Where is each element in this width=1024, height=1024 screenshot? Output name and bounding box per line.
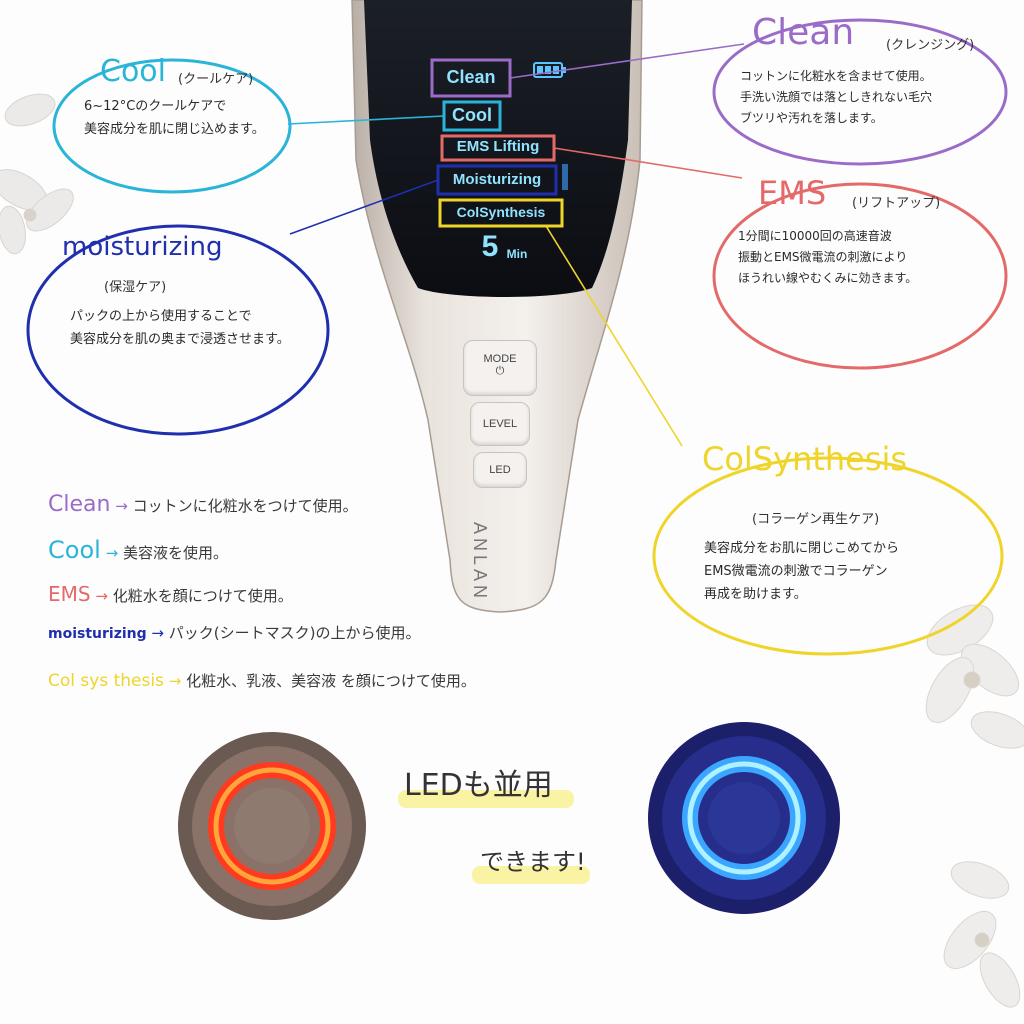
screen-label-moisturizing: Moisturizing xyxy=(452,171,542,188)
clean-note-title: Clean xyxy=(752,12,855,53)
screen-label-ems: EMS Lifting xyxy=(456,138,540,155)
ems-note-line: 1分間に10000回の高速音波 xyxy=(738,229,892,243)
summary-row: moisturizing → パック(シートマスク)の上から使用。 xyxy=(48,622,421,643)
cool-note-body: 6~12°Cのクールケアで 美容成分を肌に閉じ込めます。 xyxy=(84,96,265,142)
led-caption-line2: できます! xyxy=(480,848,586,876)
power-icon: ⏻ xyxy=(495,365,505,377)
led-caption-line1: LEDも並用 xyxy=(404,768,553,803)
summary-row: EMS → 化粧水を顔につけて使用。 xyxy=(48,582,293,606)
screen-timer-value: 5 xyxy=(481,230,499,263)
summary-row: Cool → 美容液を使用。 xyxy=(48,536,228,564)
col-note-line: EMS微電流の刺激でコラーゲン xyxy=(704,563,888,579)
arrow-icon: → xyxy=(115,497,128,515)
summary-text: 化粧水を顔につけて使用。 xyxy=(112,587,293,605)
moisturizing-note-body: パックの上から使用することで 美容成分を肌の奥まで浸透させます。 xyxy=(70,306,290,352)
col-note-body: 美容成分をお肌に閉じこめてから EMS微電流の刺激でコラーゲン 再成を助けます。 xyxy=(704,538,899,606)
cool-note-subtitle: (クールケア) xyxy=(178,72,254,87)
col-note-line: 再成を助けます。 xyxy=(704,586,807,602)
cool-note-line: 6~12°Cのクールケアで xyxy=(84,99,227,114)
screen-label-col: ColSynthesis xyxy=(456,204,546,220)
ems-note-title: EMS xyxy=(758,174,827,212)
arrow-icon: → xyxy=(151,624,164,642)
flower-decoration-right xyxy=(925,604,1024,749)
arrow-icon: → xyxy=(105,544,119,562)
flower-decoration-left xyxy=(0,93,74,255)
mode-button[interactable]: MODE ⏻ xyxy=(463,340,537,396)
summary-label: moisturizing xyxy=(48,626,147,642)
ems-note-line: ほうれい線やむくみに効きます。 xyxy=(738,271,918,285)
moisturizing-note-line: パックの上から使用することで xyxy=(70,309,252,324)
clean-note-line: ブツリや汚れを落します。 xyxy=(740,111,883,125)
flower-decoration-bottom-right xyxy=(943,861,1021,1008)
summary-label: Cool xyxy=(48,536,101,564)
clean-note-body: コットンに化粧水を含ませて使用。 手洗い洗顔では落としきれない毛穴 ブツリや汚れ… xyxy=(740,66,932,129)
summary-label: EMS xyxy=(48,582,91,606)
summary-text: 化粧水、乳液、美容液 を顔につけて使用。 xyxy=(186,672,476,690)
summary-text: コットンに化粧水をつけて使用。 xyxy=(132,497,358,515)
summary-text: パック(シートマスク)の上から使用。 xyxy=(168,624,421,642)
moisturizing-note-line: 美容成分を肌の奥まで浸透させます。 xyxy=(70,331,290,347)
arrow-icon: → xyxy=(168,672,182,690)
summary-row: Clean → コットンに化粧水をつけて使用。 xyxy=(48,492,358,517)
arrow-icon: → xyxy=(95,587,108,605)
col-note-line: 美容成分をお肌に閉じこめてから xyxy=(704,541,900,556)
ems-note-subtitle: (リフトアップ) xyxy=(852,196,941,211)
mode-button-label: MODE xyxy=(483,353,517,365)
moisturizing-note-subtitle: (保湿ケア) xyxy=(104,280,167,295)
screen-label-cool: Cool xyxy=(452,105,492,125)
moisturizing-note-title: moisturizing xyxy=(62,232,223,262)
col-note-subtitle: (コラーゲン再生ケア) xyxy=(752,512,880,527)
brand-logo: ANLAN xyxy=(470,522,490,603)
level-button[interactable]: LEVEL xyxy=(470,402,530,446)
summary-label: Col sys thesis xyxy=(48,671,164,691)
cool-note-line: 美容成分を肌に閉じ込めます。 xyxy=(84,121,265,137)
summary-text: 美容液を使用。 xyxy=(122,544,228,562)
screen-label-clean: Clean xyxy=(446,67,496,87)
ems-note-body: 1分間に10000回の高速音波 振動とEMS微電流の刺激により ほうれい線やむく… xyxy=(738,226,917,289)
col-note-title: ColSynthesis xyxy=(702,440,908,478)
ems-note-line: 振動とEMS微電流の刺激により xyxy=(738,250,908,264)
summary-label: Clean xyxy=(48,492,111,517)
clean-note-line: 手洗い洗顔では落としきれない毛穴 xyxy=(740,90,933,104)
clean-note-line: コットンに化粧水を含ませて使用。 xyxy=(740,69,932,83)
led-button[interactable]: LED xyxy=(473,452,527,488)
cool-note-title: Cool xyxy=(100,54,166,89)
summary-row: Col sys thesis → 化粧水、乳液、美容液 を顔につけて使用。 xyxy=(48,670,476,691)
screen-timer-unit: Min xyxy=(506,247,528,261)
clean-note-subtitle: (クレンジング) xyxy=(886,38,975,53)
